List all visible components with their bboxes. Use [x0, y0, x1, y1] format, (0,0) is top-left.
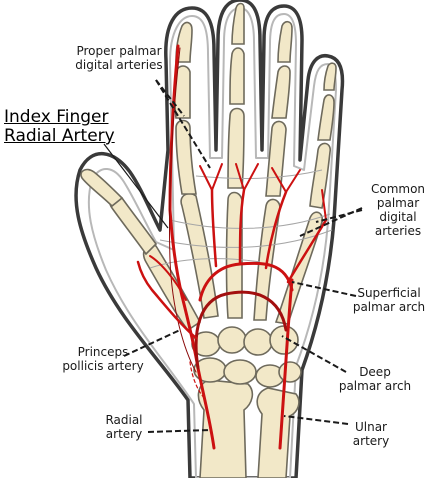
label-proper-palmar-digital-arteries: Proper palmar digital arteries [75, 44, 163, 72]
leader-superficial [291, 281, 357, 297]
label-ulnar-artery: Ulnar artery [352, 420, 390, 448]
ulnar-artery-path [278, 278, 294, 450]
leader-radial [147, 429, 211, 433]
arteries [136, 44, 328, 450]
leader-princeps [123, 329, 181, 357]
common-digital-2 [238, 188, 246, 266]
label-common-palmar-digital-arteries: Common palmar digital arteries [370, 182, 426, 238]
common-digital-1 [210, 188, 218, 268]
common-digital-3 [264, 190, 288, 270]
index-radial-line [169, 47, 197, 373]
thumb-distal-phalanx [80, 168, 124, 208]
ulna-bone [256, 387, 300, 478]
deep-arch-path [194, 290, 288, 370]
leader-common-palmar-2 [315, 209, 363, 223]
leader-lines [103, 79, 363, 433]
label-princeps-pollicis-artery: Princeps pollicis artery [62, 345, 144, 373]
radius-bone [197, 379, 254, 478]
princeps-pollicis-path [136, 260, 198, 340]
leader-index-radial [103, 143, 169, 229]
hand-bones [80, 2, 337, 478]
leader-ulnar [283, 415, 349, 425]
leader-proper-palmar [155, 79, 211, 169]
leader-proper-palmar-2 [155, 79, 185, 117]
index-finger-radial-artery-title: Index Finger Radial Artery [4, 107, 115, 146]
common-digital-4 [286, 218, 328, 284]
leader-deep [281, 335, 347, 373]
label-superficial-palmar-arch: Superficial palmar arch [352, 286, 426, 314]
label-deep-palmar-arch: Deep palmar arch [338, 365, 412, 393]
label-radial-artery: Radial artery [105, 413, 143, 441]
